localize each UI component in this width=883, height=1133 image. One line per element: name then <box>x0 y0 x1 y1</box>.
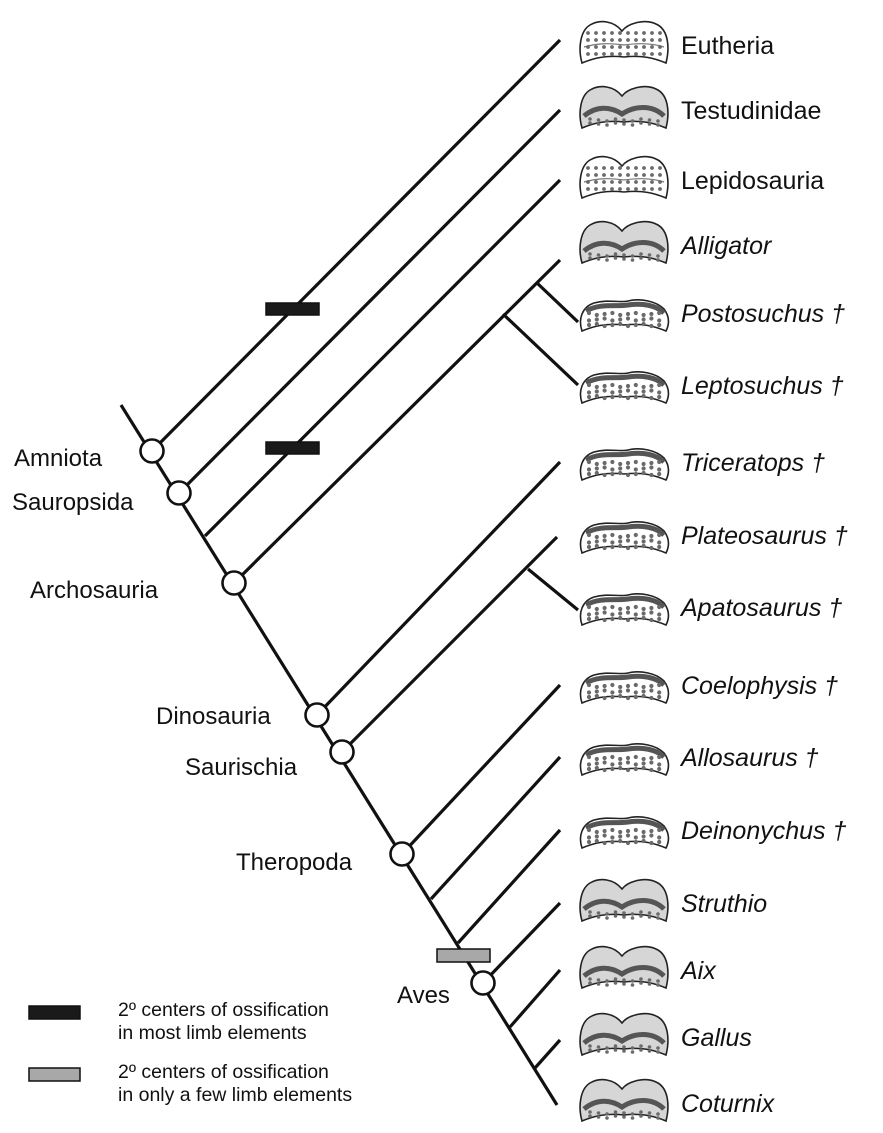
taxon-label-coturnix: Coturnix <box>681 1090 776 1118</box>
taxon-label-alligator: Alligator <box>679 232 773 260</box>
marker-most-limb-elements-lepidosauria <box>266 442 319 454</box>
taxon-label-struthio: Struthio <box>681 890 767 918</box>
taxon-label-coelophysis: Coelophysis † <box>681 672 838 700</box>
bone-icon-struthio <box>580 880 668 921</box>
clade-label-theropoda: Theropoda <box>236 849 353 876</box>
branch-apatosaurus <box>528 569 578 610</box>
clade-label-sauropsida: Sauropsida <box>12 489 134 516</box>
taxon-label-apatosaurus: Apatosaurus † <box>679 594 842 622</box>
marker-few-limb-elements-aves <box>437 949 490 962</box>
clade-label-saurischia: Saurischia <box>185 754 298 781</box>
branch-aix <box>510 970 560 1027</box>
legend-text-most-1: in most limb elements <box>118 1022 307 1044</box>
branch-eutheria <box>152 40 560 451</box>
branch-plateosaurus <box>342 537 557 752</box>
taxon-label-triceratops: Triceratops † <box>681 449 825 477</box>
branch-struthio <box>483 903 560 983</box>
clade-label-dinosauria: Dinosauria <box>156 703 271 730</box>
bone-icon-aix <box>580 947 668 988</box>
bone-icon-apatosaurus <box>581 594 669 625</box>
branch-deinonychus <box>458 830 560 943</box>
bone-icon-eutheria <box>580 22 668 63</box>
taxon-label-postosuchus: Postosuchus † <box>681 300 845 328</box>
branch-coelophysis <box>402 685 560 854</box>
bone-icons <box>580 22 668 1121</box>
taxon-label-leptosuchus: Leptosuchus † <box>681 372 844 400</box>
taxon-label-allosaurus: Allosaurus † <box>679 744 819 772</box>
node-aves <box>472 972 495 995</box>
taxon-label-aix: Aix <box>679 957 717 985</box>
legend-swatch-few <box>29 1068 80 1081</box>
legend-text-few-1: in only a few limb elements <box>118 1084 352 1106</box>
legend-swatch-most <box>29 1006 80 1019</box>
taxon-label-eutheria: Eutheria <box>681 32 774 60</box>
branch-gallus <box>535 1040 560 1068</box>
node-saurischia <box>331 741 354 764</box>
taxon-labels: AmniotaSauropsidaArchosauriaDinosauriaSa… <box>12 32 848 1118</box>
node-sauropsida <box>168 482 191 505</box>
legend-text-most-0: 2º centers of ossification <box>118 999 329 1021</box>
bone-icon-deinonychus <box>581 817 669 848</box>
bone-icon-triceratops <box>581 449 669 480</box>
branch-triceratops <box>317 462 560 715</box>
node-dinosauria <box>306 704 329 727</box>
branch-leptosuchus <box>503 314 578 385</box>
bone-icon-plateosaurus <box>581 522 669 553</box>
taxon-label-gallus: Gallus <box>681 1024 752 1052</box>
taxon-label-testudinidae: Testudinidae <box>681 97 821 125</box>
bone-icon-leptosuchus <box>581 372 669 403</box>
branch-allosaurus <box>431 757 560 899</box>
clade-label-amniota: Amniota <box>14 445 103 472</box>
bone-icon-coturnix <box>580 1080 668 1121</box>
bone-icon-postosuchus <box>581 300 669 331</box>
branch-lepidosauria <box>205 180 560 536</box>
bone-icon-testudinidae <box>580 87 668 128</box>
branch-testudinidae <box>179 110 560 493</box>
branch-postosuchus <box>536 282 578 322</box>
node-archosauria <box>223 572 246 595</box>
taxon-label-lepidosauria: Lepidosauria <box>681 167 824 195</box>
taxon-label-deinonychus: Deinonychus † <box>681 817 846 845</box>
bone-icon-alligator <box>580 222 668 263</box>
bone-icon-lepidosauria <box>580 157 668 198</box>
branch-lines <box>121 40 578 1105</box>
taxon-label-plateosaurus: Plateosaurus † <box>681 522 848 550</box>
bone-icon-allosaurus <box>581 744 669 775</box>
marker-most-limb-elements-eutheria <box>266 303 319 315</box>
bone-icon-gallus <box>580 1014 668 1055</box>
node-theropoda <box>391 843 414 866</box>
clade-label-aves: Aves <box>397 982 450 1009</box>
clade-label-archosauria: Archosauria <box>30 577 159 604</box>
bone-icon-coelophysis <box>581 672 669 703</box>
node-amniota <box>141 440 164 463</box>
legend-text-few-0: 2º centers of ossification <box>118 1061 329 1083</box>
